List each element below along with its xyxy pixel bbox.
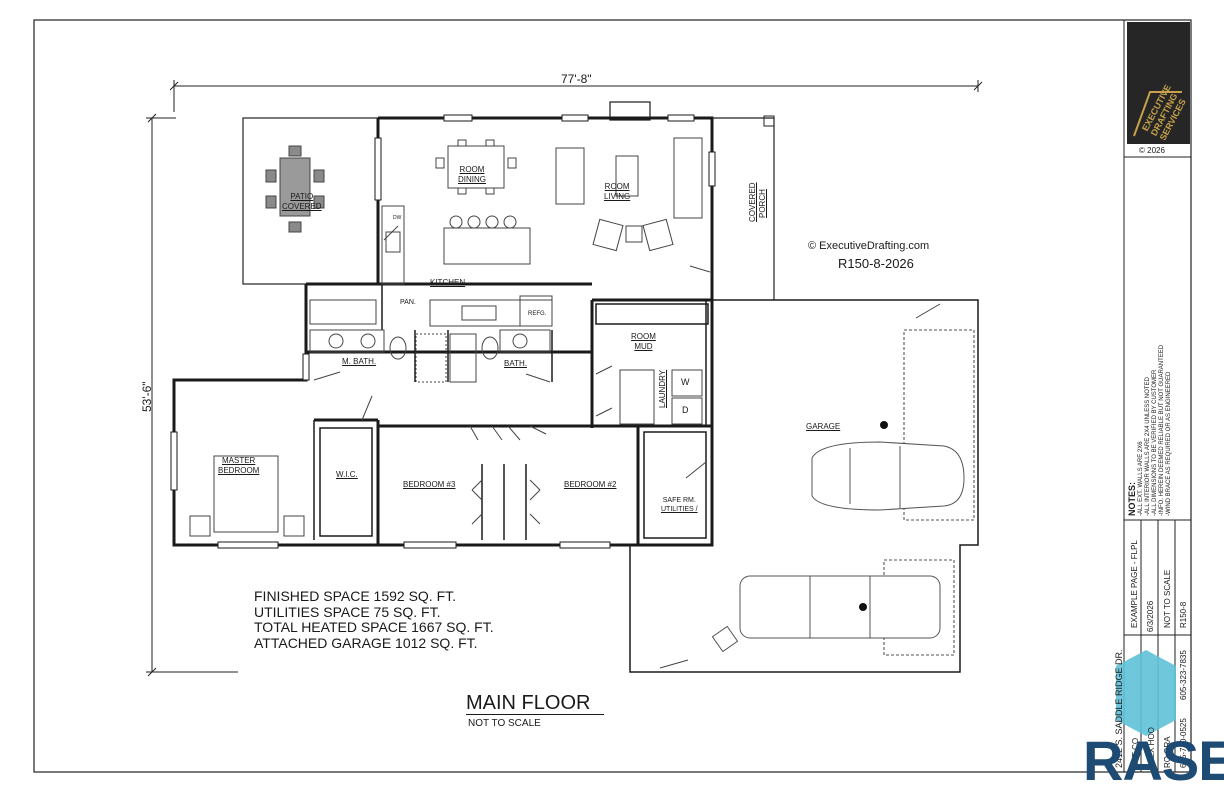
drawing-title: MAIN FLOOR bbox=[466, 692, 605, 715]
logo-copyright: © 2026 bbox=[1139, 146, 1165, 155]
interior-walls bbox=[313, 284, 709, 540]
fireplace bbox=[609, 101, 651, 121]
bath-fixtures bbox=[309, 299, 551, 383]
plan-code: R150-8-2026 bbox=[838, 256, 914, 271]
refrigerator-label: REFG. bbox=[528, 311, 547, 317]
bedroom3-label: BEDROOM #3 bbox=[403, 480, 456, 489]
garage-label: GARAGE bbox=[806, 422, 841, 431]
area-heated: TOTAL HEATED SPACE 1667 SQ. FT. bbox=[254, 619, 494, 635]
windows bbox=[170, 114, 716, 549]
car-outline bbox=[811, 441, 965, 511]
kitchen-label: KITCHEN bbox=[430, 278, 466, 287]
door-swings bbox=[313, 225, 941, 669]
sheet-date: 6/3/2026 bbox=[1146, 600, 1155, 632]
area-utilities: UTILITIES SPACE 75 SQ. FT. bbox=[254, 603, 441, 620]
porch-label-1: COVERED bbox=[748, 182, 757, 222]
kitchen-island bbox=[443, 215, 531, 265]
kitchen-counters bbox=[381, 205, 553, 327]
area-garage: ATTACHED GARAGE 1012 SQ. FT. bbox=[254, 634, 478, 651]
width-dimension: 77'-8" bbox=[561, 72, 592, 86]
sheet-border bbox=[33, 19, 1192, 773]
notes-list: -ALL EXT. WALLS ARE 2X6 -ALL INTERIOR WA… bbox=[1138, 344, 1172, 516]
dryer-label: D bbox=[682, 405, 689, 415]
width-dimension-line bbox=[169, 80, 983, 112]
brand-logo: RASE bbox=[1083, 729, 1224, 792]
area-finished: FINISHED SPACE 1592 SQ. FT. bbox=[254, 588, 457, 604]
master-bed bbox=[189, 455, 305, 537]
dining-table bbox=[435, 139, 517, 195]
logo-mark bbox=[1133, 91, 1182, 137]
washer-label: W bbox=[681, 377, 690, 387]
drawing-subtitle: NOT TO SCALE bbox=[468, 718, 541, 729]
laundry-label: LAUNDRY bbox=[658, 369, 667, 408]
living-furniture bbox=[555, 137, 703, 252]
bedroom2-label: BEDROOM #2 bbox=[564, 480, 617, 489]
porch-label-2: PORCH bbox=[758, 189, 767, 218]
laundry-machines bbox=[619, 369, 703, 425]
depth-dimension-line bbox=[146, 113, 238, 677]
area-summary: FINISHED SPACE 1592 SQ. FT. UTILITIES SP… bbox=[254, 588, 494, 651]
plan-number: R150-8 bbox=[1179, 601, 1188, 628]
master-bath-label: M. BATH. bbox=[342, 357, 377, 366]
sheet-title: EXAMPLE PAGE - FLPL bbox=[1130, 540, 1139, 628]
wic-label: W.I.C. bbox=[336, 470, 358, 479]
copyright-line: © ExecutiveDrafting.com bbox=[808, 240, 930, 252]
rase-mark-icon bbox=[1116, 650, 1176, 736]
notes-heading: NOTES: bbox=[1127, 481, 1137, 516]
pantry-label: PAN. bbox=[400, 299, 416, 306]
dishwasher-label: DW bbox=[393, 215, 402, 221]
phone-1: 605-323-7835 bbox=[1179, 650, 1188, 700]
truck-outline bbox=[711, 575, 941, 653]
sheet-scale: NOT TO SCALE bbox=[1163, 569, 1172, 628]
patio-table-set bbox=[265, 145, 325, 233]
depth-dimension: 53'-6" bbox=[140, 381, 154, 412]
bath-label: BATH. bbox=[504, 359, 527, 368]
safe-room-label: SAFE RM.UTILITIES / bbox=[661, 497, 698, 513]
